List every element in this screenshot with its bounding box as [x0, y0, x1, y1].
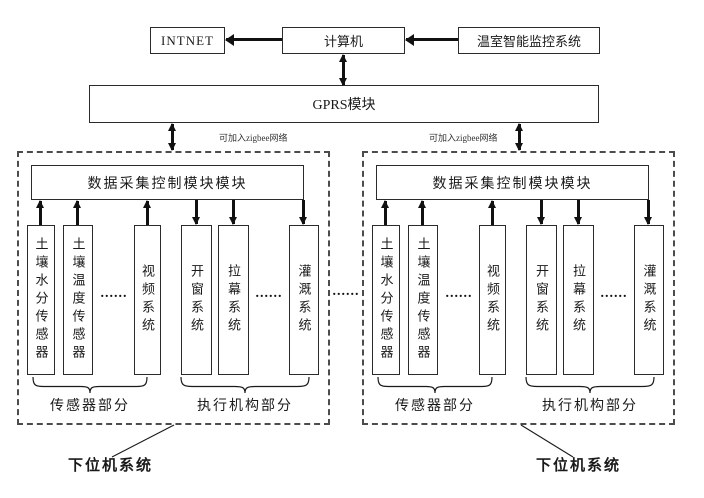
controller-box: 数据采集控制模块模块: [376, 165, 649, 200]
sensor-group-brace: [33, 377, 147, 393]
unit-arrow-up-video: [143, 200, 151, 225]
unit-box-video-system: 视频系统: [479, 225, 506, 375]
arrow-gprs-right-subsystem: [515, 123, 523, 151]
unit-arrow-up-soil-temperature: [73, 200, 81, 225]
unit-arrow-up-soil-moisture: [36, 200, 44, 225]
unit-box-curtain-system: 拉幕系统: [563, 225, 594, 375]
unit-box-soil-temperature-sensor: 土壤温度传感器: [63, 225, 93, 375]
ellipsis-sensors: ......: [445, 286, 473, 301]
subsystem-left: 数据采集控制模块模块 土壤水分传感器 土壤温度传感器 视频系统 开窗系统 拉幕系…: [17, 151, 330, 425]
arrow-monitor-to-computer: [405, 33, 458, 46]
sensor-group-label: 传感器部分: [395, 399, 475, 414]
intnet-box: INTNET: [150, 27, 225, 54]
zigbee-note-right: 可加入zigbee网络: [429, 133, 498, 143]
unit-arrow-down-irrigation: [299, 200, 307, 225]
unit-box-window-system: 开窗系统: [181, 225, 212, 375]
actuator-group-brace: [181, 377, 309, 393]
system-label-left: 下位机系统: [68, 458, 154, 474]
ellipsis-sensors: ......: [100, 286, 128, 301]
unit-arrow-down-window: [537, 200, 545, 225]
ellipsis-actuators: ......: [600, 286, 628, 301]
unit-box-soil-moisture-sensor: 土壤水分传感器: [27, 225, 55, 375]
unit-box-video-system: 视频系统: [134, 225, 161, 375]
subsystem-right: 数据采集控制模块模块 土壤水分传感器 土壤温度传感器 视频系统 开窗系统 拉幕系…: [362, 151, 675, 425]
zigbee-note-left: 可加入zigbee网络: [219, 133, 288, 143]
unit-box-window-system: 开窗系统: [526, 225, 557, 375]
unit-arrow-up-soil-temperature: [418, 200, 426, 225]
actuator-group-label: 执行机构部分: [542, 399, 638, 414]
unit-arrow-up-soil-moisture: [381, 200, 389, 225]
gprs-module-box: GPRS模块: [89, 85, 599, 123]
unit-box-soil-temperature-sensor: 土壤温度传感器: [408, 225, 438, 375]
arrow-gprs-left-subsystem: [168, 123, 176, 151]
actuator-group-brace: [526, 377, 654, 393]
unit-box-irrigation-system: 灌溉系统: [289, 225, 319, 375]
unit-arrow-down-curtain: [574, 200, 582, 225]
arrow-computer-to-intnet: [225, 33, 282, 46]
controller-box: 数据采集控制模块模块: [31, 165, 304, 200]
sensor-group-brace: [378, 377, 492, 393]
ellipsis-actuators: ......: [255, 286, 283, 301]
unit-arrow-down-curtain: [229, 200, 237, 225]
ellipsis-between-subsystems: ......: [332, 284, 360, 299]
arrow-computer-gprs: [339, 54, 347, 86]
unit-arrow-down-irrigation: [644, 200, 652, 225]
unit-box-curtain-system: 拉幕系统: [218, 225, 249, 375]
sensor-group-label: 传感器部分: [50, 399, 130, 414]
actuator-group-label: 执行机构部分: [197, 399, 293, 414]
unit-box-soil-moisture-sensor: 土壤水分传感器: [372, 225, 400, 375]
monitor-system-box: 温室智能监控系统: [458, 27, 600, 54]
computer-box: 计算机: [282, 27, 405, 54]
system-label-right: 下位机系统: [536, 458, 622, 474]
unit-box-irrigation-system: 灌溉系统: [634, 225, 664, 375]
unit-arrow-up-video: [488, 200, 496, 225]
unit-arrow-down-window: [192, 200, 200, 225]
